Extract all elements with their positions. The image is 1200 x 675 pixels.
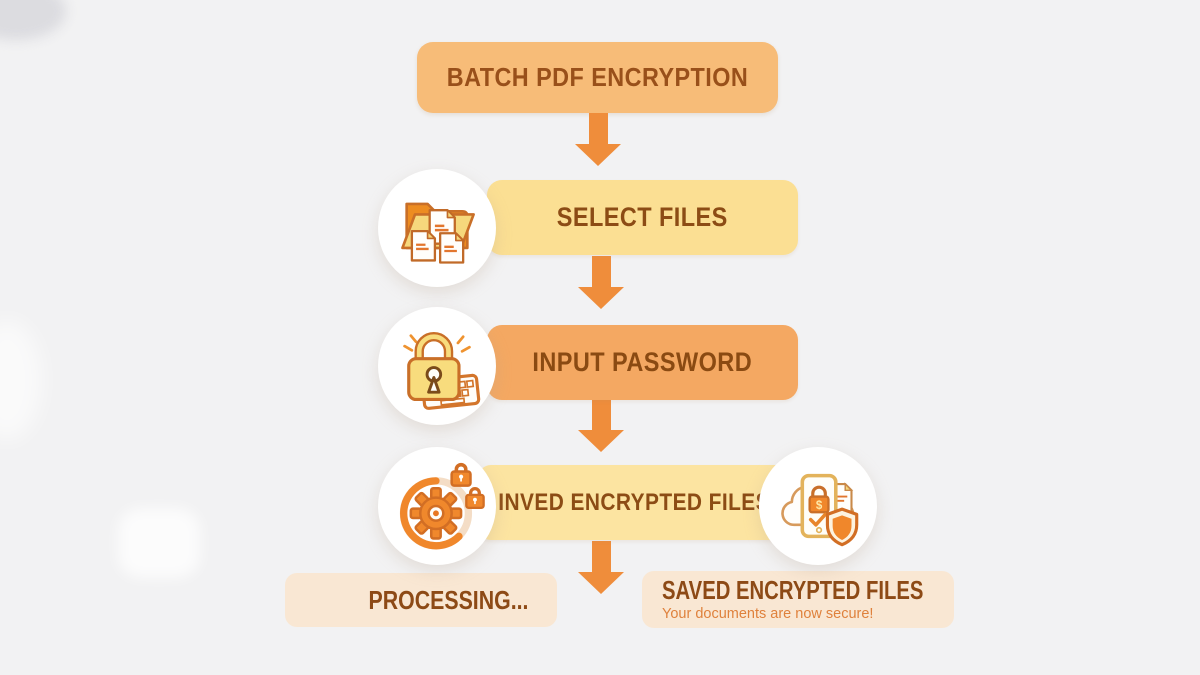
background-blob bbox=[0, 320, 42, 440]
step-label: INVED ENCRYPTED FILES bbox=[498, 488, 770, 516]
step-icon-circle-input-password bbox=[378, 307, 496, 425]
processing-status-box: PROCESSING... bbox=[285, 573, 557, 627]
step-icon-circle-processing bbox=[378, 447, 496, 565]
padlock-keyboard-icon bbox=[403, 332, 481, 410]
flowchart-title-box: BATCH PDF ENCRYPTION bbox=[417, 42, 778, 113]
arrow-down-icon bbox=[578, 541, 624, 594]
saved-files-title: SAVED ENCRYPTED FILES bbox=[662, 574, 924, 605]
step-label: SELECT FILES bbox=[557, 202, 728, 232]
svg-text:$: $ bbox=[816, 500, 823, 512]
step-bar-input-password: INPUT PASSWORD bbox=[487, 325, 798, 400]
step-bar-select-files: SELECT FILES bbox=[487, 180, 798, 255]
step-icon-circle-saved: $ bbox=[759, 447, 877, 565]
arrow-down-icon bbox=[578, 256, 624, 309]
saved-files-box: SAVED ENCRYPTED FILES Your documents are… bbox=[642, 571, 954, 628]
arrow-down-icon bbox=[578, 399, 624, 452]
gear-progress-locks-icon bbox=[399, 462, 485, 550]
background-blob bbox=[118, 508, 200, 578]
step-icon-circle-select-files bbox=[378, 169, 496, 287]
step-label: INPUT PASSWORD bbox=[532, 347, 753, 377]
step-bar-inved-encrypted-files: INVED ENCRYPTED FILES bbox=[478, 465, 790, 540]
saved-files-subtitle: Your documents are now secure! bbox=[662, 606, 874, 623]
background-blob bbox=[0, 0, 66, 40]
processing-label: PROCESSING... bbox=[369, 584, 529, 615]
arrow-down-icon bbox=[575, 113, 621, 166]
folder-documents-icon bbox=[401, 202, 475, 264]
flowchart-title: BATCH PDF ENCRYPTION bbox=[446, 62, 749, 92]
cloud-tablet-shield-icon: $ bbox=[781, 473, 859, 547]
